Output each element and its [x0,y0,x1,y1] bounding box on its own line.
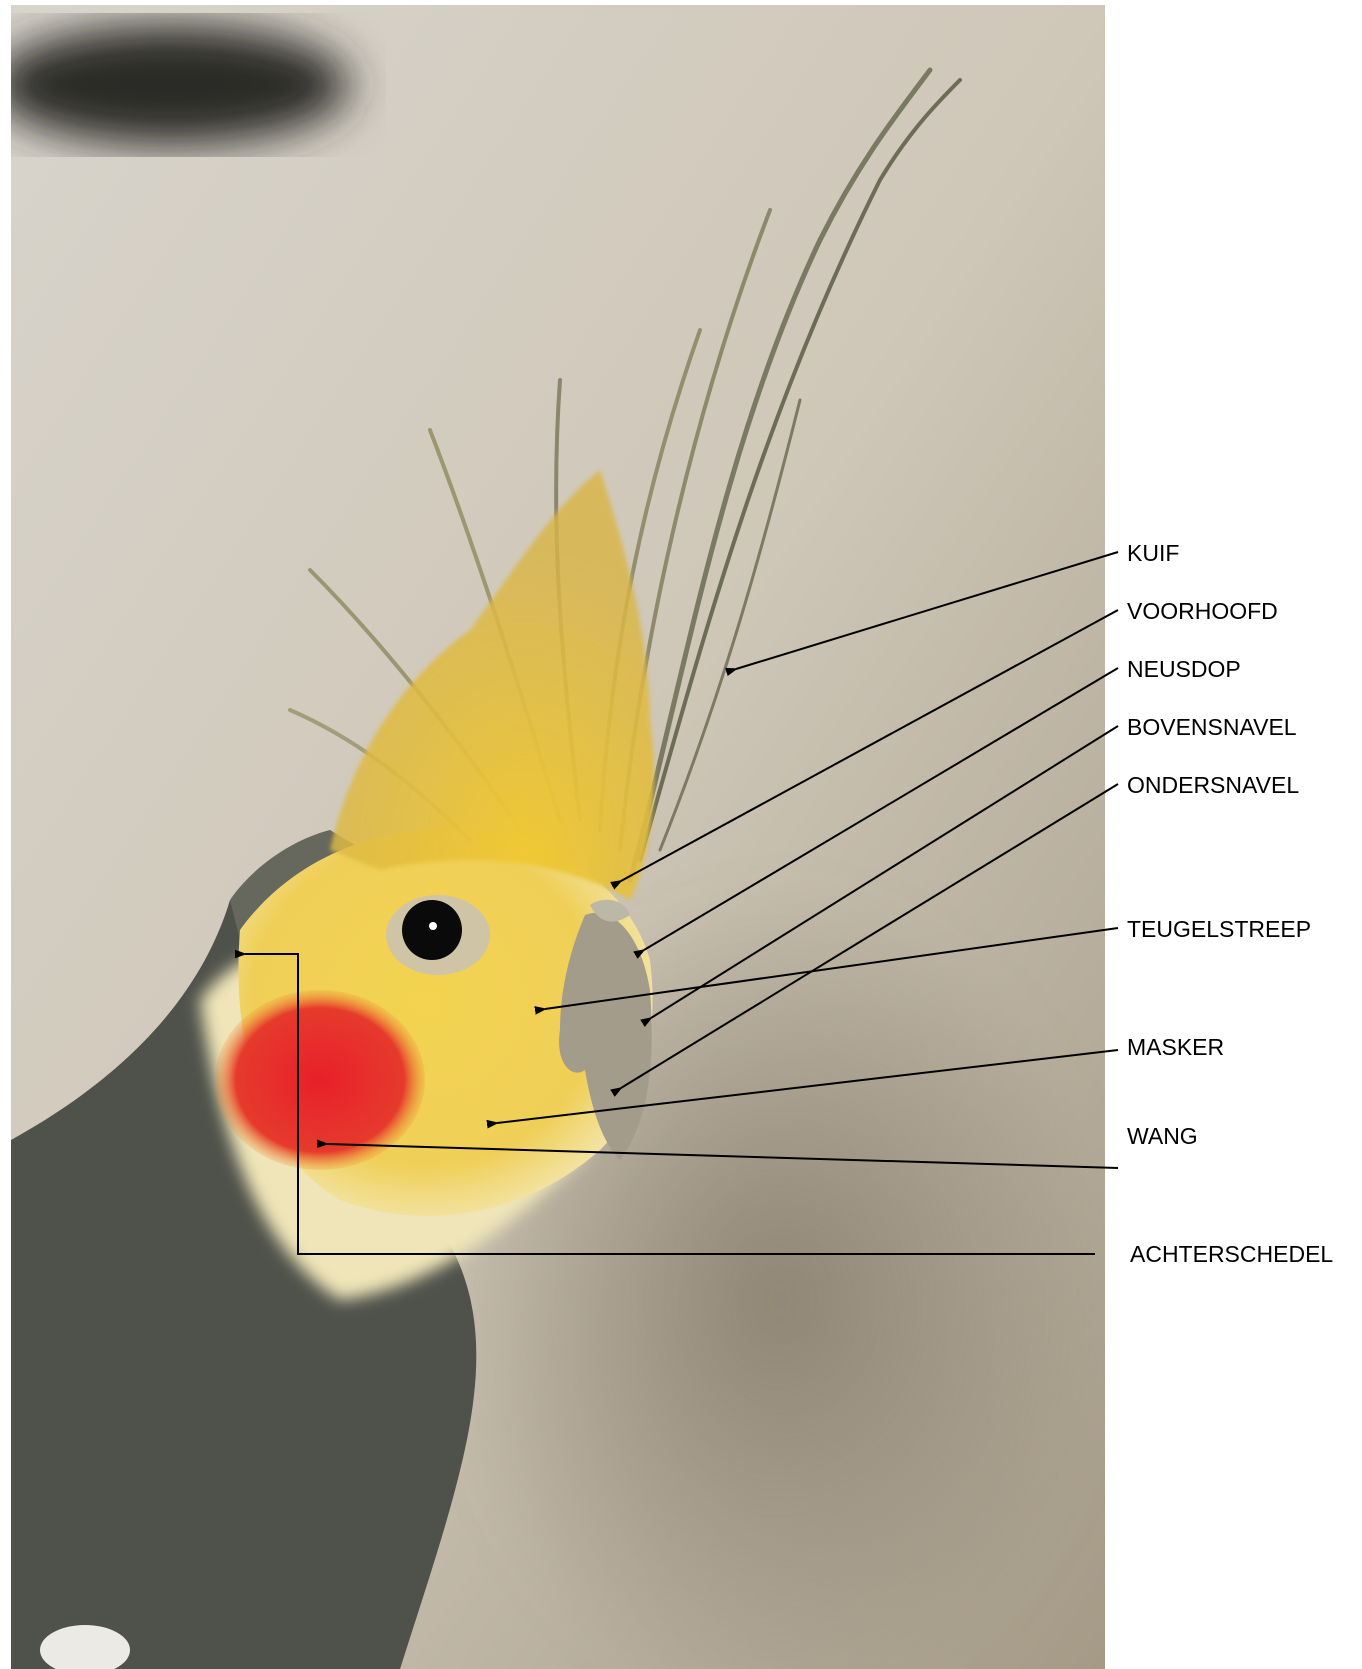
bird-cheek-patch [215,990,425,1170]
label-teugelstreep: TEUGELSTREEP [1127,918,1311,941]
bird-eye [402,900,462,960]
bird-eye-highlight [429,922,437,930]
label-achterschedel: ACHTERSCHEDEL [1130,1243,1333,1266]
cockatiel-photo [0,5,1120,1669]
label-neusdop: NEUSDOP [1127,658,1241,681]
label-kuif: KUIF [1127,542,1179,565]
label-masker: MASKER [1127,1036,1224,1059]
label-bovensnavel: BOVENSNAVEL [1127,716,1297,739]
label-wang: WANG [1127,1125,1198,1148]
label-ondersnavel: ONDERSNAVEL [1127,774,1299,797]
label-voorhoofd: VOORHOOFD [1127,600,1278,623]
blurred-object [0,25,350,145]
